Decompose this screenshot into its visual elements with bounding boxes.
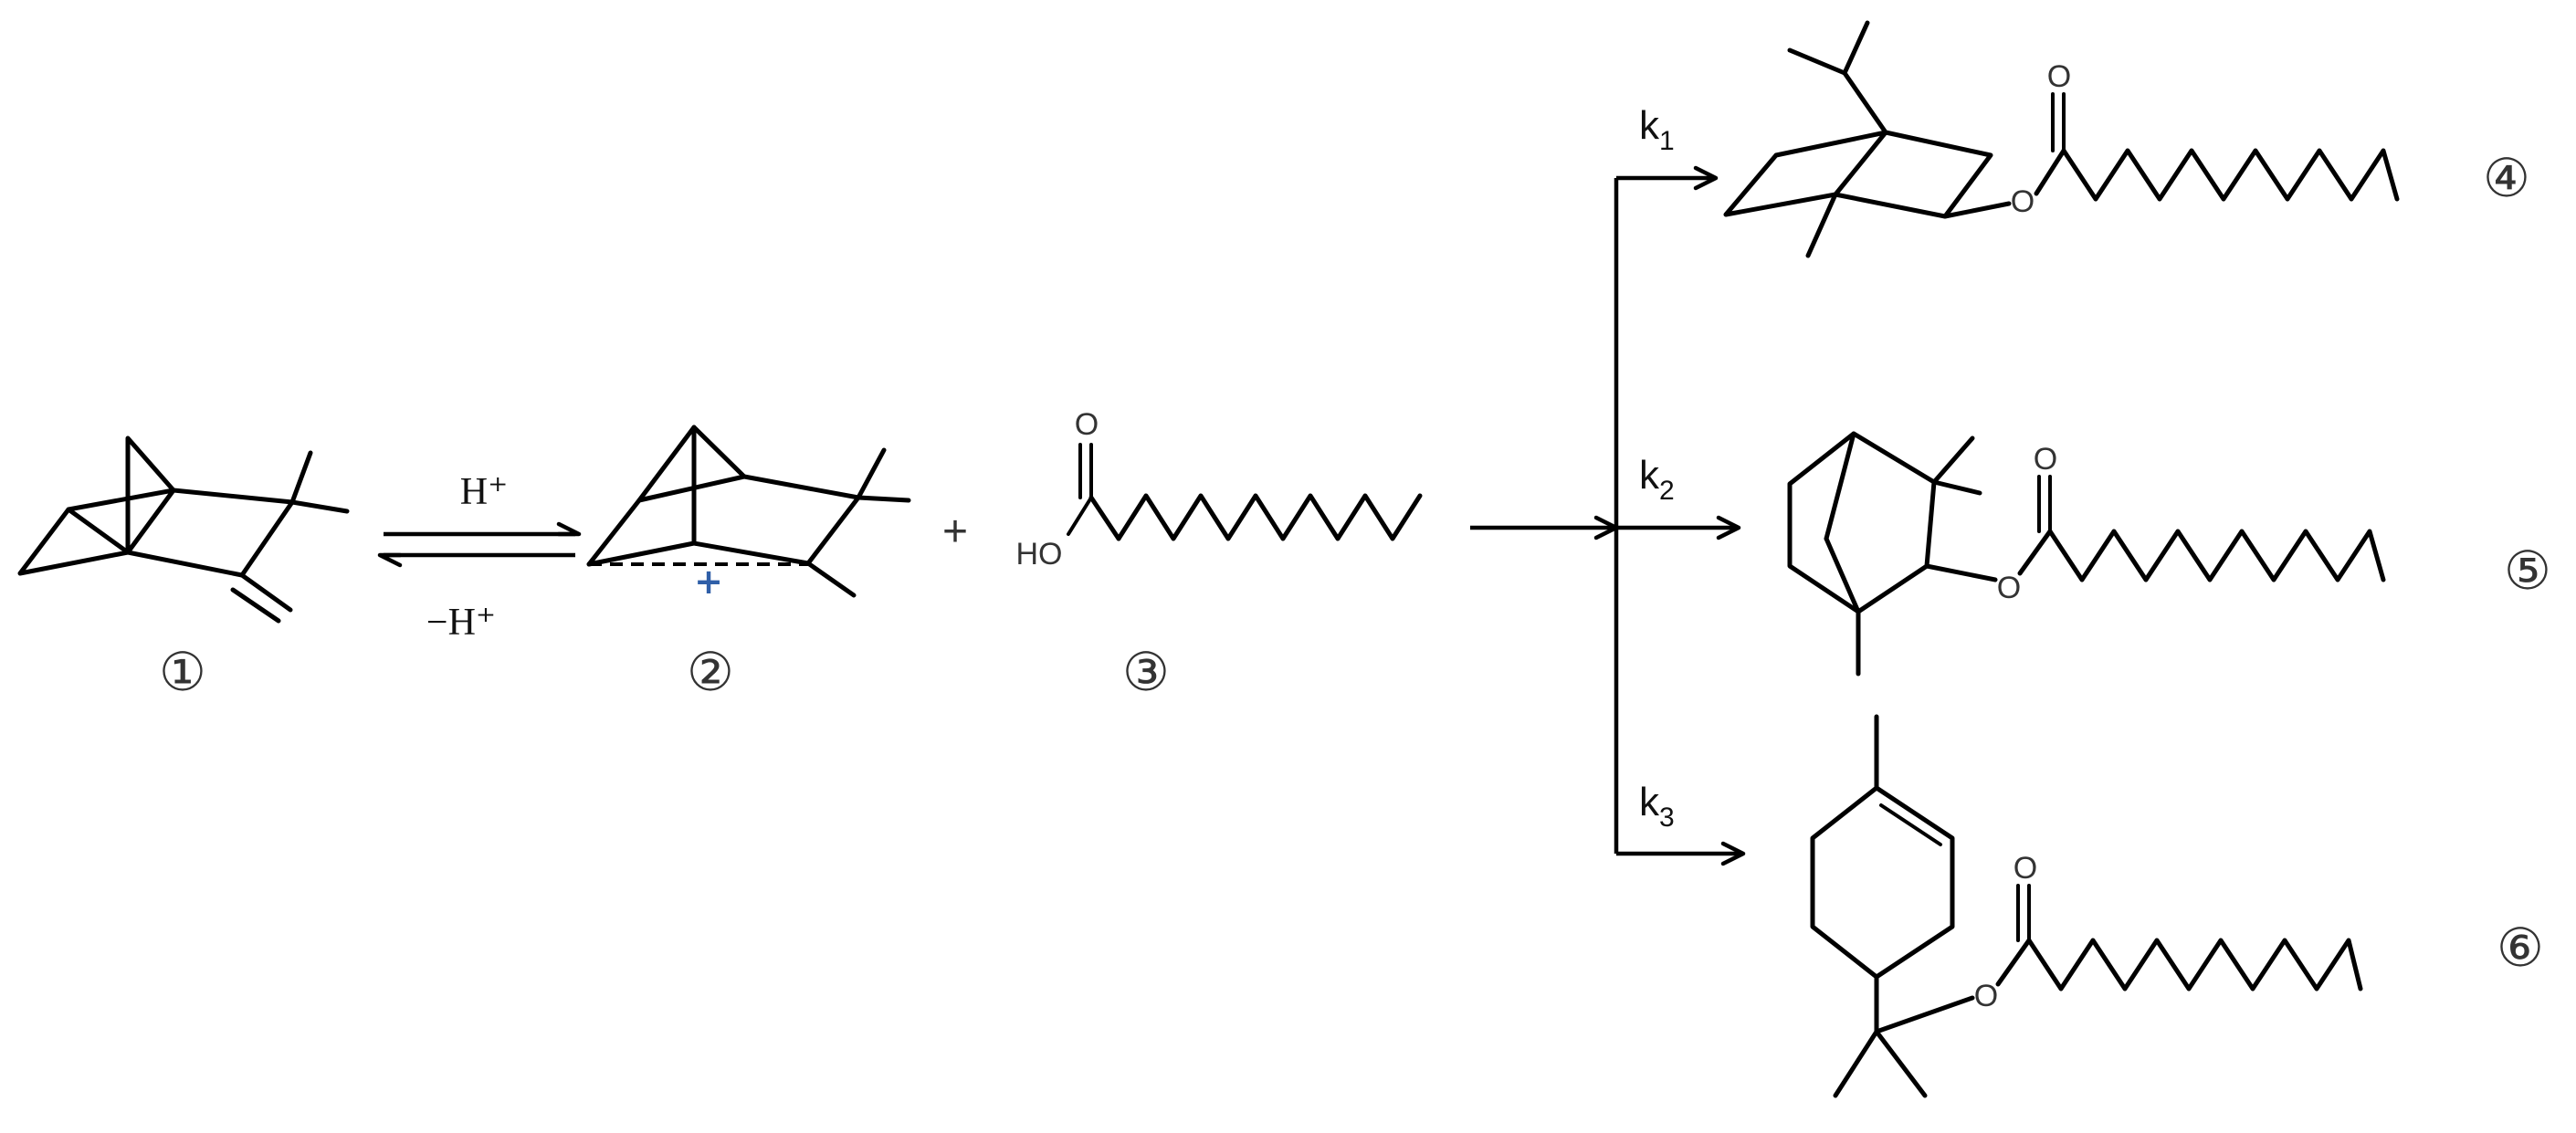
cation-charge: + [694,561,723,602]
compound-6-number: ⑥ [2497,917,2544,979]
compound-4-ester-o: O [2011,184,2035,219]
compound-5-ester: O O ⑤ [1787,431,2551,677]
compound-6-ester-o: O [1974,979,1998,1013]
rate-constant-k2: k2 [1639,453,1675,506]
compound-1-number: ① [159,641,206,703]
forward-reagent-label: H⁺ [460,471,509,513]
branching-arrows: k1 k2 k3 [1470,103,1746,866]
compound-6-carbonyl-o: O [2013,851,2037,886]
compound-4-carbonyl-o: O [2047,59,2071,94]
rate-constant-k1: k1 [1639,103,1675,156]
acid-ho-label: HO [1016,537,1063,572]
compound-5-carbonyl-o: O [2034,442,2057,477]
compound-5-ester-o: O [1997,571,2021,605]
compound-5-number: ⑤ [2504,540,2551,602]
equilibrium-arrows: H⁺ −H⁺ [377,471,582,644]
compound-2-number: ② [687,641,734,703]
plus-sign: + [942,508,968,556]
rate-constant-k3: k3 [1639,780,1675,833]
compound-3-number: ③ [1122,641,1170,703]
compound-3-acid: O HO ③ [1016,407,1423,703]
acid-carbonyl-o: O [1075,407,1099,442]
compound-4-number: ④ [2483,147,2530,209]
compound-4-ester: O O ④ [1723,20,2530,258]
compound-1-camphene: ① [17,435,350,703]
compound-6-ester: O O ⑥ [1810,714,2544,1098]
compound-2-carbocation: + ② [586,425,911,703]
reverse-reagent-label: −H⁺ [426,602,496,644]
